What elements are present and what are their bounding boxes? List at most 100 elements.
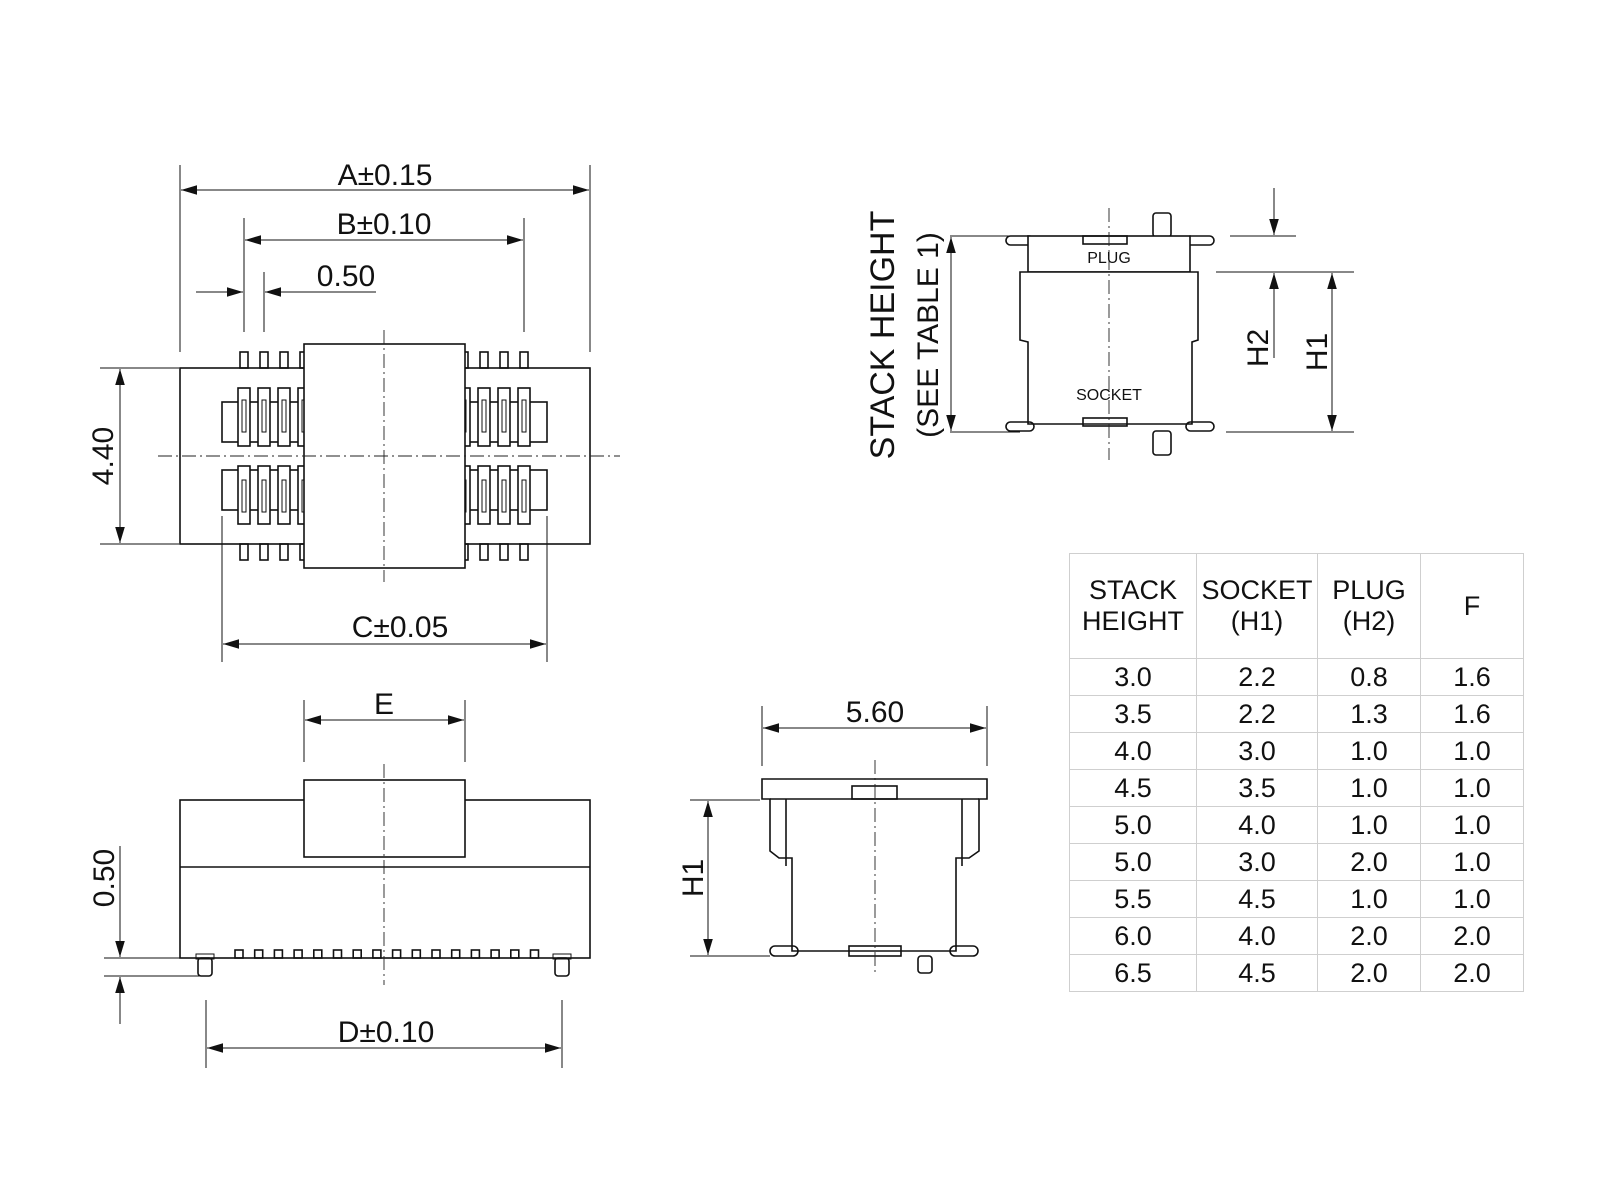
side-view: 5.60 H1 [677,696,988,976]
table-cell: 1.0 [1317,806,1421,844]
table-cell: 6.5 [1069,954,1197,992]
contact-upper [237,387,251,447]
side-solder-tab [769,945,799,957]
pin-tail [519,351,529,369]
pin-tail [259,351,269,369]
table-cell: 5.0 [1069,843,1197,881]
table-cell: 4.0 [1196,806,1318,844]
table-cell: 1.0 [1420,880,1524,918]
contact-tail [234,949,244,959]
contact-tail [470,949,481,959]
dimension-e-label: E [374,688,394,721]
contact-tail [332,949,343,959]
standoff-label: 0.50 [88,849,121,907]
contact-tail [529,949,540,959]
pin-tail [279,351,289,369]
table-cell: 1.0 [1317,769,1421,807]
pin-tail [239,543,249,561]
side-housing [761,778,988,952]
table-cell: 1.0 [1420,732,1524,770]
stack-view: STACK HEIGHT (SEE TABLE 1) PLUG SOCKET H… [864,188,1354,460]
dimension-b-label: B±0.10 [337,208,432,241]
contact-tail [253,949,264,959]
front-view: E 0.50 D±0.10 [88,688,591,1068]
table-cell: 1.3 [1317,695,1421,733]
contact-detail [501,399,507,433]
contact-tail [431,949,441,959]
contact-lower [257,465,271,525]
contact-lower [277,465,291,525]
dimension-a-label: A±0.15 [338,159,433,192]
table-cell: 5.0 [1069,806,1197,844]
pitch-label: 0.50 [317,260,375,293]
contact-upper [257,387,271,447]
contact-tail [293,949,303,959]
contact-upper [477,387,491,447]
table-cell: 2.0 [1317,843,1421,881]
contact-tail [509,949,520,959]
contact-lower [517,465,531,525]
side-solder-tab [949,945,979,957]
table-cell: 0.8 [1317,658,1421,696]
table-cell: 4.5 [1196,880,1318,918]
table-cell: 3.0 [1196,732,1318,770]
socket-post [1152,430,1172,456]
side-key [851,785,898,800]
table-cell: 3.5 [1196,769,1318,807]
table-cell: 1.0 [1420,769,1524,807]
pin-tail [519,543,529,561]
socket-solder-tab [1005,421,1035,432]
contact-tail [490,949,500,959]
table-cell: 2.2 [1196,695,1318,733]
table-cell: 2.2 [1196,658,1318,696]
pin-tail [479,351,489,369]
pin-tail [499,351,509,369]
dimension-d-label: D±0.10 [338,1016,435,1049]
board-post [197,957,213,977]
contact-detail [481,399,487,433]
table-cell: 1.0 [1317,732,1421,770]
dimension-width-label: 4.40 [87,427,120,485]
contact-lower [477,465,491,525]
socket-key [1082,417,1128,427]
depth-label: 5.60 [846,696,904,729]
header-f: F [1420,553,1524,659]
side-post [917,955,933,974]
table-cell: 2.0 [1420,954,1524,992]
contact-tail [372,949,382,959]
socket-solder-tab [1185,421,1215,432]
contact-detail [501,479,507,513]
plug-post [1152,212,1172,238]
contact-tail [450,949,461,959]
table-cell: 3.0 [1196,843,1318,881]
contact-detail [261,399,267,433]
stack-height-subtitle: (SEE TABLE 1) [912,232,945,438]
contact-detail [261,479,267,513]
table-cell: 4.5 [1069,769,1197,807]
top-view: A±0.15 B±0.10 0.50 4.40 C±0.05 [87,159,620,662]
header-plug: PLUG(H2) [1317,553,1421,659]
side-h1-label: H1 [677,859,710,897]
table-cell: 1.6 [1420,695,1524,733]
contact-tail [312,949,323,959]
contact-detail [521,399,527,433]
table-cell: 1.0 [1317,880,1421,918]
contact-detail [281,479,287,513]
table-cell: 2.0 [1420,917,1524,955]
contact-tail [391,949,402,959]
table-cell: 3.5 [1069,695,1197,733]
contact-tail [352,949,363,959]
contact-tail [411,949,422,959]
table-cell: 1.0 [1420,806,1524,844]
contact-detail [481,479,487,513]
